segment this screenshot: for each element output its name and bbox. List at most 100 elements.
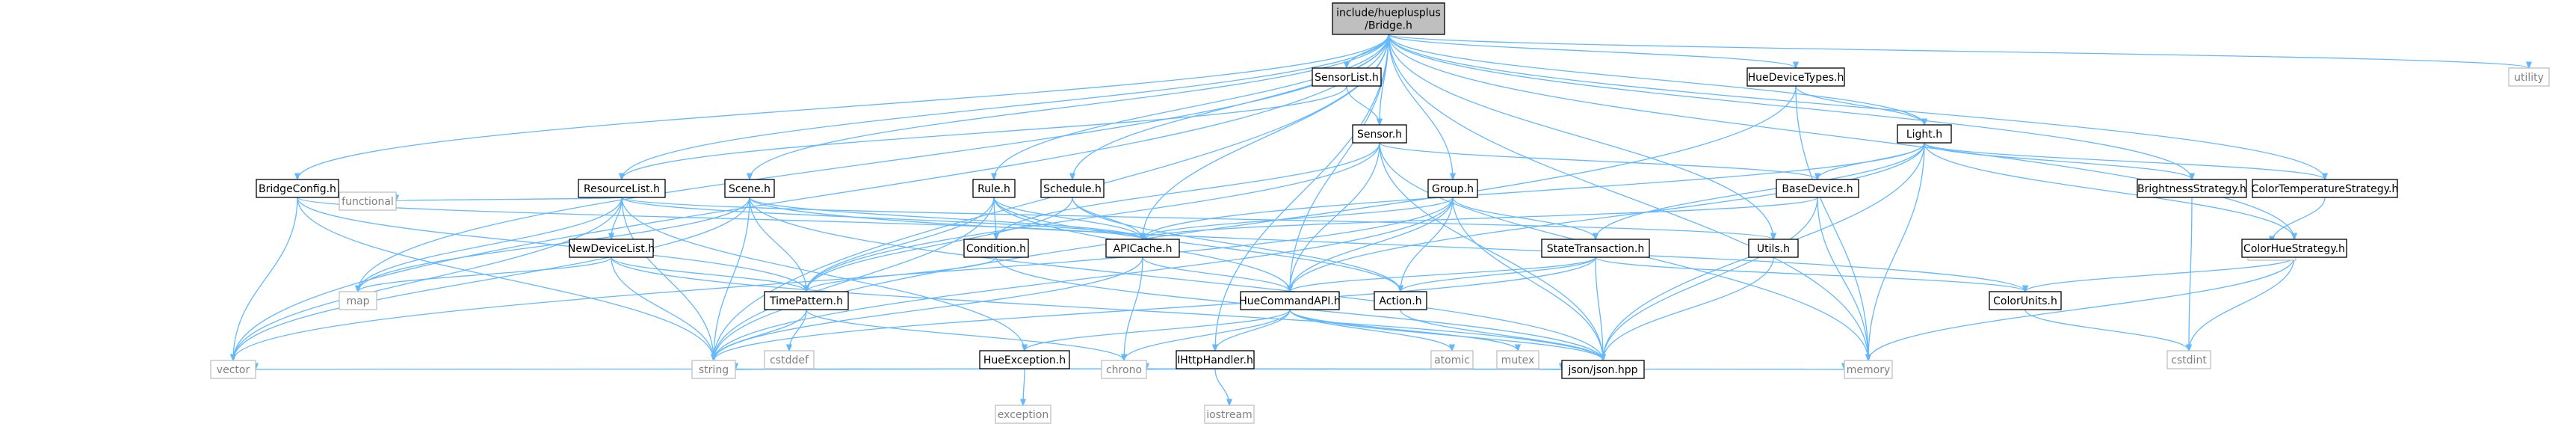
node-state-transaction[interactable]: StateTransaction.h	[1541, 239, 1650, 258]
node-label-new-device-list: NewDeviceList.h	[568, 243, 655, 255]
node-label-string: string	[699, 364, 729, 376]
edge-color-hue-strategy-to-color-units	[2025, 257, 2295, 292]
node-map: map	[339, 291, 377, 310]
node-label-cstdint: cstdint	[2171, 354, 2207, 366]
node-box-light	[1897, 124, 1952, 144]
node-bridge-config[interactable]: BridgeConfig.h	[256, 179, 339, 198]
edge-schedule-to-action	[1072, 197, 1400, 292]
edge-light-to-base-device	[1817, 142, 1925, 179]
edge-schedule-to-time-pattern	[806, 197, 1073, 292]
node-apicache[interactable]: APICache.h	[1105, 239, 1180, 258]
node-label-light: Light.h	[1906, 129, 1942, 141]
edge-group-to-vector	[233, 197, 1454, 360]
node-label-color-temperature-strategy: ColorTemperatureStrategy.h	[2252, 183, 2399, 195]
node-box-apicache	[1105, 239, 1180, 258]
node-schedule[interactable]: Schedule.h	[1040, 179, 1105, 198]
node-label-root-1: include/hueplusplus	[1336, 7, 1441, 19]
node-color-hue-strategy[interactable]: ColorHueStrategy.h	[2241, 239, 2347, 258]
edge-state-transaction-to-hue-command-api	[1290, 257, 1596, 292]
node-box-hue-device-types	[1746, 67, 1845, 87]
node-scene[interactable]: Scene.h	[724, 179, 775, 198]
node-label-sensor-list: SensorList.h	[1315, 72, 1379, 84]
node-ihttp-handler[interactable]: IHttpHandler.h	[1176, 350, 1255, 369]
node-group[interactable]: Group.h	[1427, 179, 1478, 198]
node-box-exception	[995, 405, 1051, 424]
edge-hue-command-api-to-mutex	[1289, 309, 1518, 351]
edge-bridge-config-to-vector	[233, 197, 298, 360]
node-hue-device-types[interactable]: HueDeviceTypes.h	[1746, 67, 1845, 87]
edge-utils-to-json	[1603, 257, 1774, 360]
edge-rule-to-action	[993, 197, 1400, 292]
edge-color-temperature-strategy-to-stdint	[2272, 197, 2326, 242]
edge-scene-to-map	[358, 197, 750, 292]
node-box-color-hue-strategy	[2241, 239, 2347, 258]
edge-root-to-color-hue-strategy	[1388, 34, 2294, 239]
node-resource-list[interactable]: ResourceList.h	[578, 179, 666, 198]
edges-layer	[233, 34, 2529, 405]
edge-resource-list-to-new-device-list	[611, 197, 623, 239]
node-box-rule	[972, 179, 1016, 198]
node-box-ihttp-handler	[1176, 350, 1255, 369]
node-box-chrono	[1101, 360, 1147, 379]
edge-state-transaction-to-string	[714, 257, 1596, 360]
node-string: string	[691, 360, 736, 379]
edge-scene-to-time-pattern	[749, 197, 806, 292]
node-time-pattern[interactable]: TimePattern.h	[764, 291, 849, 310]
edge-light-to-hue-command-api	[1290, 142, 1925, 292]
edge-group-to-hue-command-api	[1290, 197, 1454, 292]
node-label-root-2: /Bridge.h	[1365, 20, 1412, 32]
edge-bridge-config-to-string	[297, 197, 714, 360]
edge-hue-device-types-to-light	[1795, 85, 1924, 125]
node-box-json	[1561, 360, 1645, 379]
node-condition[interactable]: Condition.h	[963, 239, 1029, 258]
node-box-map	[339, 291, 377, 310]
node-vector: vector	[210, 360, 256, 379]
edge-hue-exception-to-exception	[1023, 368, 1025, 405]
node-sensor[interactable]: Sensor.h	[1352, 124, 1407, 144]
node-hue-command-api[interactable]: HueCommandAPI.h	[1239, 291, 1341, 310]
node-root[interactable]: include/hueplusplus/Bridge.h	[1332, 2, 1445, 35]
edge-group-to-apicache	[1143, 197, 1454, 239]
node-base-device[interactable]: BaseDevice.h	[1776, 179, 1859, 198]
edge-root-to-hue-device-types	[1388, 34, 1796, 69]
node-color-units[interactable]: ColorUnits.h	[1989, 291, 2062, 310]
node-label-hue-device-types: HueDeviceTypes.h	[1748, 72, 1844, 84]
edge-root-to-schedule	[1072, 34, 1389, 179]
edge-group-to-state-transaction	[1452, 197, 1596, 239]
node-label-resource-list: ResourceList.h	[584, 183, 660, 195]
edge-hue-command-api-to-hue-exception	[1025, 309, 1291, 351]
edge-root-to-sensor-list	[1347, 34, 1389, 68]
node-action[interactable]: Action.h	[1374, 291, 1427, 310]
node-hue-exception[interactable]: HueException.h	[979, 350, 1070, 369]
node-label-action: Action.h	[1379, 295, 1421, 307]
edge-apicache-to-hue-command-api	[1142, 257, 1290, 292]
node-rule[interactable]: Rule.h	[972, 179, 1016, 198]
edge-hue-device-types-to-string	[714, 85, 1797, 360]
node-box-string	[691, 360, 736, 379]
edge-root-to-utils	[1388, 34, 1773, 239]
node-label-utility: utility	[2514, 72, 2544, 84]
node-box-state-transaction	[1541, 239, 1650, 258]
node-box-time-pattern	[764, 291, 849, 310]
node-color-temperature-strategy[interactable]: ColorTemperatureStrategy.h	[2252, 179, 2399, 198]
node-exception: exception	[995, 405, 1051, 424]
node-sensor-list[interactable]: SensorList.h	[1312, 67, 1382, 87]
node-brightness-strategy[interactable]: BrightnessStrategy.h	[2137, 179, 2247, 198]
node-new-device-list[interactable]: NewDeviceList.h	[568, 239, 655, 258]
node-box-hue-exception	[979, 350, 1070, 369]
node-label-scene: Scene.h	[729, 183, 770, 195]
edge-sensor-list-to-sensor	[1346, 85, 1380, 125]
edge-action-to-json	[1400, 309, 1603, 360]
edge-time-pattern-to-cstddef	[789, 309, 807, 351]
node-json[interactable]: json/json.hpp	[1561, 360, 1645, 379]
node-label-iostream: iostream	[1206, 409, 1253, 421]
node-label-group: Group.h	[1432, 183, 1474, 195]
node-label-condition: Condition.h	[966, 243, 1026, 255]
node-box-new-device-list	[569, 239, 654, 258]
node-utils[interactable]: Utils.h	[1748, 239, 1799, 258]
edge-group-to-string	[714, 197, 1454, 360]
node-light[interactable]: Light.h	[1897, 124, 1952, 144]
edge-sensor-list-to-resource-list	[622, 85, 1347, 179]
node-label-rule: Rule.h	[977, 183, 1010, 195]
